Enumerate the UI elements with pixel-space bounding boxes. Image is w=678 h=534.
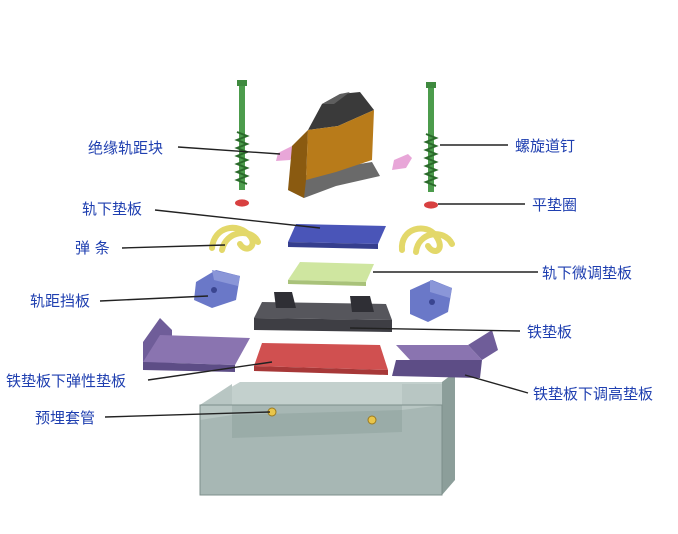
screw-spike-left xyxy=(234,80,250,190)
iron-base-plate xyxy=(254,292,392,332)
label-insulating-gauge-block: 绝缘轨距块 xyxy=(88,139,163,157)
rail-pad xyxy=(288,224,386,249)
rail xyxy=(288,92,380,198)
fine-adjust-pad xyxy=(288,262,374,286)
label-iron-base-plate: 铁垫板 xyxy=(527,323,572,341)
flat-washer-left xyxy=(235,199,249,207)
label-spring-clip: 弹 条 xyxy=(75,239,110,257)
height-adjust-pad-left xyxy=(143,318,250,372)
label-screw-spike: 螺旋道钉 xyxy=(515,137,575,155)
flat-washer-right xyxy=(424,201,438,209)
spring-clip-left xyxy=(209,225,261,253)
spring-clip-right xyxy=(398,225,455,255)
embedded-sleeve-hole-right xyxy=(367,415,377,425)
label-rail-pad: 轨下垫板 xyxy=(82,200,142,218)
insulating-block-right xyxy=(392,154,412,170)
concrete-sleeper xyxy=(199,372,455,496)
label-height-adjust-pad: 铁垫板下调高垫板 xyxy=(533,385,653,403)
gauge-baffle-left xyxy=(194,270,240,308)
label-embedded-sleeve: 预埋套管 xyxy=(35,409,95,427)
leader-lines xyxy=(99,144,538,418)
label-fine-adjust-pad: 轨下微调垫板 xyxy=(542,264,632,282)
gauge-baffle-right xyxy=(410,280,452,322)
label-elastic-pad-under-plate: 铁垫板下弹性垫板 xyxy=(6,372,126,390)
screw-spike-right xyxy=(423,82,439,192)
label-gauge-baffle: 轨距挡板 xyxy=(30,292,90,310)
label-flat-washer: 平垫圈 xyxy=(532,196,577,214)
elastic-pad-under-plate xyxy=(254,343,388,375)
height-adjust-pad-right xyxy=(392,330,498,378)
